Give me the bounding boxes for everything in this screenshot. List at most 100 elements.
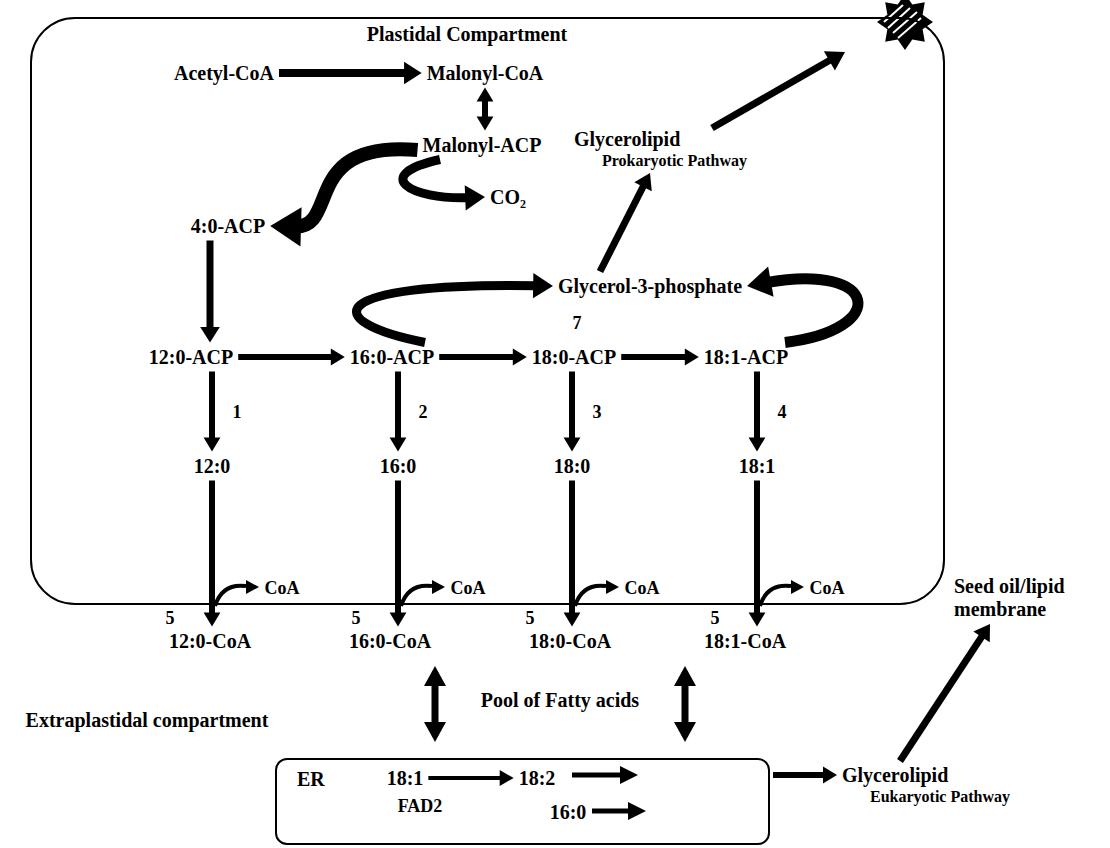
metabolite-name: 18:0-ACP xyxy=(532,346,616,369)
pool-double-arrow xyxy=(674,666,696,742)
metabolite-name: 18:0 xyxy=(554,455,591,478)
metabolite-node: 18:0-CoA xyxy=(527,630,613,653)
arrow-head xyxy=(634,173,651,191)
metabolite-node: 18:1-ACP xyxy=(702,346,790,369)
pool-double-arrow xyxy=(424,666,446,742)
arrow-shaft xyxy=(209,372,215,441)
arrow-shaft xyxy=(754,372,760,441)
metabolite-name: Seed oil/lipid membrane xyxy=(954,575,1099,621)
reaction-arrow xyxy=(390,372,407,452)
arrow-head xyxy=(424,666,446,686)
metabolite-node: CO₂ xyxy=(488,186,528,209)
arrow-head xyxy=(477,88,494,102)
annotation-label: Pool of Fatty acids xyxy=(481,690,639,711)
er-out-arrow xyxy=(592,802,646,820)
reaction-arrow xyxy=(428,770,513,786)
metabolite-node: Seed oil/lipid membrane xyxy=(952,575,1101,621)
pathway-name: Eukaryotic Pathway xyxy=(842,787,1010,806)
metabolite-name: 18:1-ACP xyxy=(704,346,788,369)
arrow-head xyxy=(674,722,696,742)
arrow-head xyxy=(204,613,221,627)
metabolite-node: 18:0 xyxy=(552,455,593,478)
arc-shaft xyxy=(575,586,606,606)
arrow-shaft xyxy=(395,372,401,441)
metabolite-node: Malonyl-ACP xyxy=(421,134,544,157)
arc-shaft xyxy=(215,586,246,606)
metabolite-node: GlycerolipidProkaryotic Pathway xyxy=(572,128,749,170)
reaction-arrow xyxy=(200,241,220,343)
metabolite-node: 18:1 xyxy=(385,767,426,790)
arrow-head xyxy=(564,438,581,452)
arrow-head xyxy=(513,349,527,366)
thylakoid-stripe xyxy=(884,5,903,22)
arrow-head xyxy=(747,267,774,297)
reaction-arrow xyxy=(439,349,527,366)
arrow-shaft xyxy=(572,773,624,778)
enzyme-number: 5 xyxy=(711,608,720,629)
annotation-label: CoA xyxy=(265,578,300,599)
arrow-head xyxy=(477,117,494,131)
reaction-arrow xyxy=(564,372,581,452)
reaction-arrow xyxy=(621,349,699,366)
arrow-shaft xyxy=(754,481,760,616)
metabolite-name: 12:0 xyxy=(194,455,231,478)
arrow-shaft xyxy=(900,634,983,761)
arrow-shaft xyxy=(207,241,214,331)
arrow-shaft xyxy=(569,481,575,616)
enzyme-number: 4 xyxy=(778,402,787,423)
metabolite-name: 18:2 xyxy=(519,767,556,790)
arrow-shaft xyxy=(600,184,644,272)
reaction-arrow xyxy=(749,372,766,452)
coa-arc xyxy=(760,580,804,606)
compartment-title: Plastidal Compartment xyxy=(32,23,902,46)
arrow-head xyxy=(246,580,259,594)
arrow-shaft xyxy=(403,160,469,198)
thylakoid-shape xyxy=(877,0,933,50)
arrow-shaft xyxy=(238,354,333,360)
reaction-arrow xyxy=(600,173,652,272)
arrow-head xyxy=(606,580,619,594)
arrow-head xyxy=(465,185,485,210)
arrow-shaft xyxy=(395,481,401,616)
reaction-arrow xyxy=(357,273,553,342)
metabolite-node: 4:0-ACP xyxy=(189,215,267,238)
reaction-arrow xyxy=(238,349,345,366)
arrow-head xyxy=(390,438,407,452)
metabolite-node: 12:0 xyxy=(192,455,233,478)
metabolite-name: CO₂ xyxy=(490,186,526,209)
metabolite-name: 18:1 xyxy=(739,455,776,478)
callout-number: 7 xyxy=(573,313,582,334)
metabolite-node: 16:0 xyxy=(378,455,419,478)
reaction-arrow xyxy=(279,62,422,84)
arrow-head xyxy=(200,327,220,342)
arrow-shaft xyxy=(569,372,575,441)
metabolite-name: Malonyl-ACP xyxy=(423,134,542,157)
metabolite-node: 12:0-CoA xyxy=(167,630,253,653)
reaction-arrow xyxy=(900,624,990,761)
metabolite-node: 18:1-CoA xyxy=(702,630,788,653)
arrow-head xyxy=(331,349,345,366)
compartment-box: ER18:118:216:0 xyxy=(275,758,770,845)
arrow-shaft xyxy=(428,776,502,780)
arrow-shaft xyxy=(712,59,832,128)
pathway-name: Prokaryotic Pathway xyxy=(574,151,747,170)
arrow-head xyxy=(564,613,581,627)
metabolite-name: 12:0-ACP xyxy=(149,346,233,369)
arrow-head xyxy=(270,207,301,246)
metabolite-name: 16:0 xyxy=(380,455,417,478)
reaction-arrow xyxy=(204,372,221,452)
arrow-shaft xyxy=(773,772,826,778)
metabolite-name: 16:0-ACP xyxy=(350,346,434,369)
enzyme-name: FAD2 xyxy=(398,796,443,817)
compartment-box: Plastidal CompartmentAcetyl-CoAMalonyl-C… xyxy=(30,17,945,605)
arc-shaft xyxy=(760,586,791,606)
arrow-shaft xyxy=(295,149,418,227)
arrow-head xyxy=(404,62,422,84)
metabolite-name: 4:0-ACP xyxy=(191,215,265,238)
metabolite-name: 18:0-CoA xyxy=(529,630,611,653)
arrow-head xyxy=(204,438,221,452)
arrow-head xyxy=(791,580,804,594)
annotation-label: CoA xyxy=(451,578,486,599)
arrow-head xyxy=(749,438,766,452)
enzyme-number: 5 xyxy=(166,608,175,629)
